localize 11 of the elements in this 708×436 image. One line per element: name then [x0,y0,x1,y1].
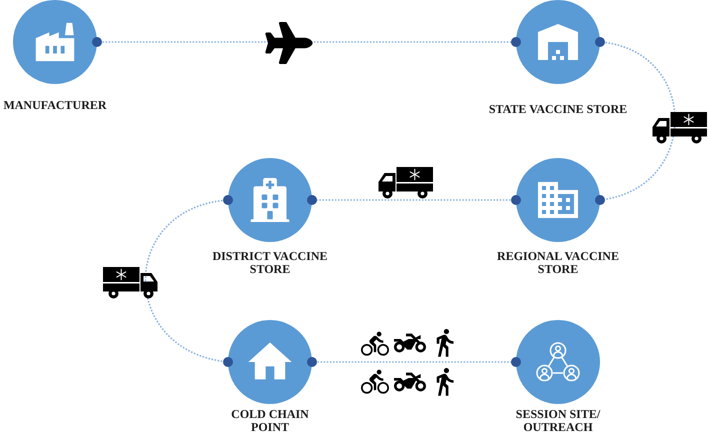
stage-label: MANUFACTURER [3,99,107,112]
stage-label: COLD CHAIN POINT [230,408,310,434]
dotted-connector [307,195,521,205]
stage-label: SESSION SITE/ OUTREACH [514,408,602,434]
stage-label: REGIONAL VACCINE STORE [496,250,620,276]
dotted-connector [595,37,676,205]
dotted-connector [144,195,233,367]
dotted-connector [92,37,521,47]
dotted-connector [307,357,521,367]
stage-label: DISTRICT VACCINE STORE [211,250,329,276]
stage-label: STATE VACCINE STORE [488,103,628,116]
